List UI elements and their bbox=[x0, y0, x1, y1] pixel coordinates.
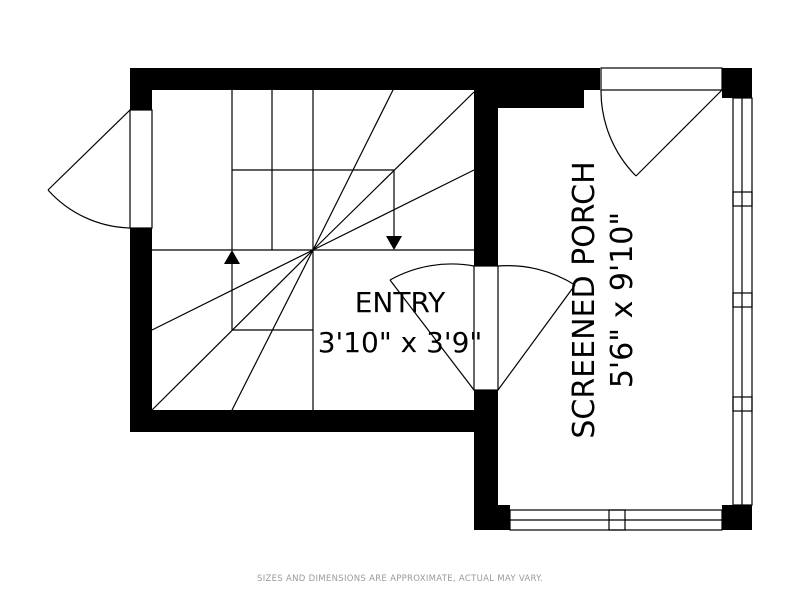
porch-room-dimensions: 5'6" x 9'10" bbox=[605, 212, 640, 388]
interior-door-jamb bbox=[473, 265, 499, 391]
porch-wall-top-right bbox=[722, 68, 752, 98]
left-door-jamb bbox=[129, 109, 153, 229]
entry-room-dimensions: 3'10" x 3'9" bbox=[318, 326, 483, 359]
screen-mullion bbox=[732, 396, 753, 412]
screen-mullion bbox=[608, 509, 626, 531]
screen-mullion bbox=[732, 191, 753, 207]
interior-door-leaf-left bbox=[389, 279, 475, 391]
porch-screens bbox=[509, 67, 753, 531]
interior-door-swing-right bbox=[497, 265, 576, 286]
disclaimer-footnote: SIZES AND DIMENSIONS ARE APPROXIMATE, AC… bbox=[257, 574, 543, 584]
interior-door-leaf-right bbox=[497, 284, 576, 391]
porch-room-name: SCREENED PORCH bbox=[567, 161, 602, 438]
porch-door-swing bbox=[600, 89, 637, 177]
interior-door-swing-left bbox=[389, 263, 475, 281]
porch-wall-bottom-right bbox=[722, 505, 752, 530]
stair-down-arrow bbox=[386, 236, 402, 250]
screen-mullion bbox=[732, 292, 753, 308]
doors bbox=[47, 89, 723, 391]
left-door-swing bbox=[47, 189, 131, 229]
walls bbox=[130, 68, 752, 530]
porch-door-frame bbox=[600, 67, 723, 91]
stair-up-arrow bbox=[224, 250, 240, 264]
entry-wall-left-lower bbox=[130, 228, 152, 432]
porch-wall-top-corner bbox=[474, 68, 584, 108]
entry-wall-left-upper bbox=[130, 68, 152, 110]
porch-wall-bottom-left bbox=[474, 505, 510, 530]
entry-room-name: ENTRY bbox=[355, 286, 446, 319]
left-door-leaf bbox=[47, 109, 131, 191]
entry-wall-bottom bbox=[130, 410, 498, 432]
staircase bbox=[151, 89, 475, 411]
porch-door-leaf bbox=[635, 89, 723, 177]
stair-arrows bbox=[224, 236, 402, 264]
